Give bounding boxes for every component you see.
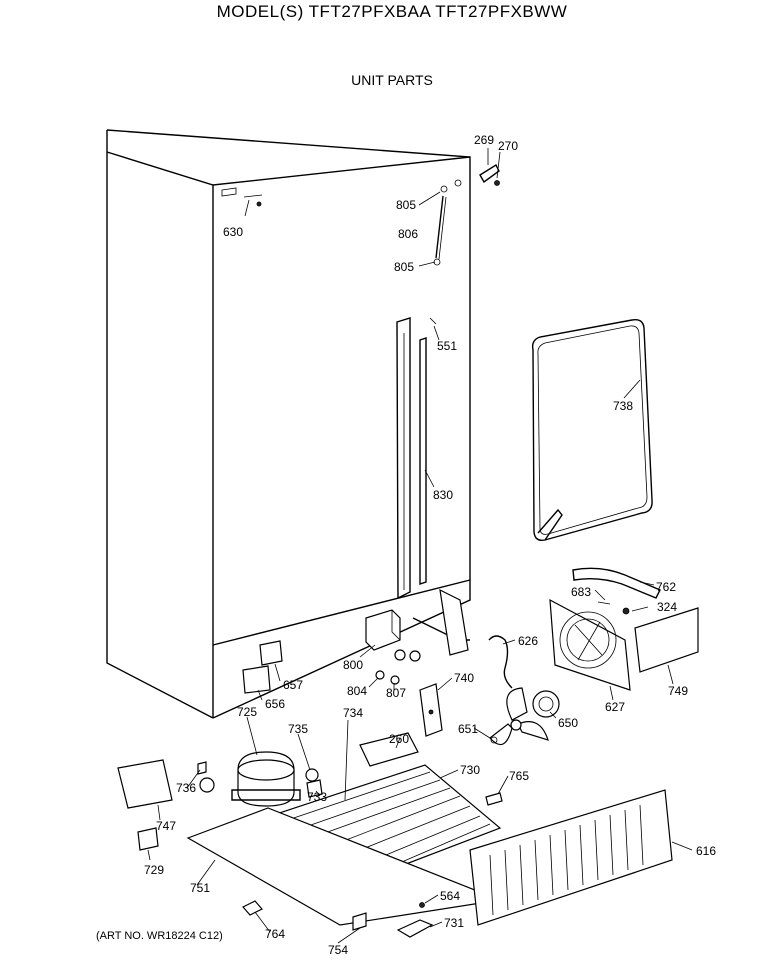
label-657: 657	[283, 678, 303, 692]
label-740: 740	[454, 671, 474, 685]
bracket-656	[242, 665, 271, 694]
relay-733	[306, 779, 323, 798]
label-564: 564	[440, 889, 460, 903]
fan-motor-650	[532, 690, 560, 718]
clip-754	[352, 912, 367, 931]
fan-shroud-627	[549, 598, 631, 691]
label-762: 762	[656, 580, 676, 594]
label-616: 616	[696, 844, 716, 858]
bracket-731	[396, 919, 434, 938]
leader-lines	[147, 148, 693, 944]
label-733: 733	[307, 790, 327, 804]
label-551: 551	[437, 339, 457, 353]
label-754: 754	[328, 943, 348, 957]
label-656: 656	[265, 697, 285, 711]
label-749: 749	[668, 684, 688, 698]
clip-764	[242, 900, 263, 916]
heater-loop-738	[531, 318, 653, 542]
label-269: 269	[474, 133, 494, 147]
label-630: 630	[223, 225, 243, 239]
section-title: UNIT PARTS	[351, 72, 433, 88]
duct-762	[572, 567, 661, 599]
label-270: 270	[498, 139, 518, 153]
art-number: (ART NO. WR18224 C12)	[96, 930, 223, 942]
label-736: 736	[176, 781, 196, 795]
label-800: 800	[343, 658, 363, 672]
grille-616	[469, 789, 673, 926]
clip-765	[485, 792, 503, 806]
label-765: 765	[509, 769, 529, 783]
part-number-labels: 269 270 630 805 806 805 551 738 830 762 …	[144, 133, 716, 957]
grommet-735	[305, 768, 319, 782]
grommet-736	[197, 761, 207, 775]
water-valve-800	[365, 588, 470, 685]
label-747: 747	[156, 819, 176, 833]
fan-blade-651	[489, 687, 549, 746]
label-751: 751	[190, 881, 210, 895]
label-805-top: 805	[396, 198, 416, 212]
label-806: 806	[398, 227, 418, 241]
label-627: 627	[605, 700, 625, 714]
label-804: 804	[347, 684, 367, 698]
label-734: 734	[343, 706, 363, 720]
cover-749	[634, 607, 699, 673]
label-626: 626	[518, 634, 538, 648]
label-735: 735	[288, 722, 308, 736]
label-651: 651	[458, 722, 478, 736]
bracket-657	[259, 640, 283, 666]
label-731: 731	[444, 916, 464, 930]
label-764: 764	[265, 927, 285, 941]
label-729: 729	[144, 863, 164, 877]
screw-324	[622, 607, 630, 615]
label-683: 683	[571, 585, 591, 599]
dryer-260	[359, 732, 419, 767]
label-738: 738	[613, 399, 633, 413]
compressor-725	[231, 751, 301, 807]
label-324: 324	[657, 600, 677, 614]
model-title: MODEL(S) TFT27PFXBAA TFT27PFXBWW	[216, 2, 568, 21]
label-807: 807	[386, 686, 406, 700]
clip-683	[597, 601, 611, 605]
cover-747	[117, 759, 173, 809]
screw-564	[419, 902, 425, 908]
label-650: 650	[558, 716, 578, 730]
harness-626	[488, 635, 513, 689]
label-730: 730	[460, 763, 480, 777]
cabinet-drawing	[106, 129, 500, 719]
label-830: 830	[433, 488, 453, 502]
label-260: 260	[389, 732, 409, 746]
label-805-bottom: 805	[394, 260, 414, 274]
capacitor-740	[419, 683, 443, 737]
label-725: 725	[237, 705, 257, 719]
relay-729	[137, 827, 159, 851]
washer-736	[199, 777, 215, 793]
